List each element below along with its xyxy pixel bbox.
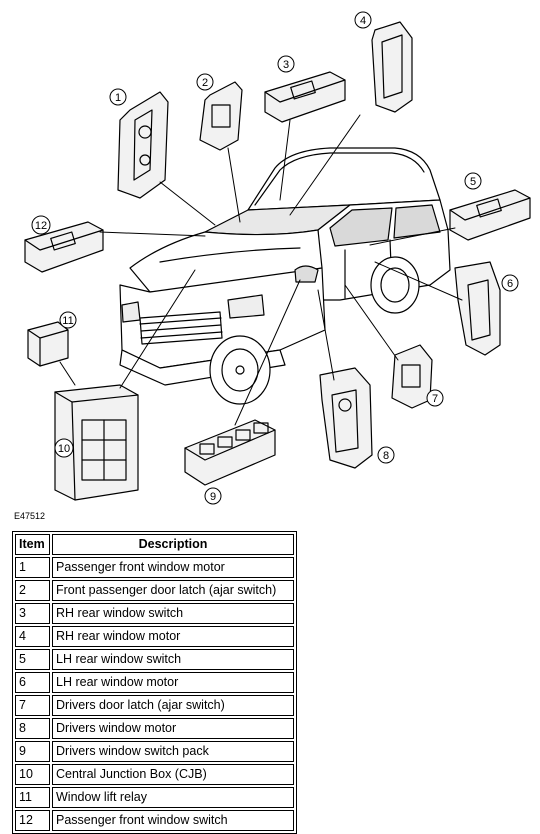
- rh-rear-window-motor: [371, 21, 413, 113]
- callout-1: 1: [109, 88, 127, 106]
- callout-markers: 1 2 3 4 5 6 7 8 9 10 11 12: [31, 11, 519, 505]
- svg-text:1: 1: [115, 92, 121, 104]
- item-description: LH rear window motor: [52, 672, 294, 693]
- callout-3: 3: [277, 55, 295, 73]
- callout-7: 7: [426, 389, 444, 407]
- legend-header-row: Item Description: [15, 534, 294, 555]
- callout-12: 12: [31, 215, 51, 235]
- callout-11: 11: [59, 311, 77, 329]
- passenger-front-window-motor: [117, 91, 169, 199]
- item-number: 6: [15, 672, 50, 693]
- item-description: Drivers door latch (ajar switch): [52, 695, 294, 716]
- item-description: Window lift relay: [52, 787, 294, 808]
- item-column-header: Item: [15, 534, 50, 555]
- item-number: 5: [15, 649, 50, 670]
- item-number: 11: [15, 787, 50, 808]
- central-junction-box: [54, 384, 139, 501]
- item-number: 12: [15, 810, 50, 831]
- description-column-header: Description: [52, 534, 294, 555]
- item-number: 9: [15, 741, 50, 762]
- lh-rear-window-motor: [454, 261, 501, 356]
- callout-2: 2: [196, 73, 214, 91]
- svg-text:9: 9: [210, 491, 216, 503]
- svg-text:6: 6: [507, 278, 513, 290]
- callout-5: 5: [464, 172, 482, 190]
- leader-lines: [59, 114, 463, 426]
- svg-text:3: 3: [283, 59, 289, 71]
- item-description: RH rear window motor: [52, 626, 294, 647]
- vehicle-outline: [119, 147, 451, 405]
- item-number: 10: [15, 764, 50, 785]
- passenger-front-window-switch: [24, 221, 104, 273]
- svg-text:7: 7: [432, 393, 438, 405]
- item-description: Passenger front window motor: [52, 557, 294, 578]
- callout-9: 9: [204, 487, 222, 505]
- item-description: Drivers window switch pack: [52, 741, 294, 762]
- component-location-diagram: 1 2 3 4 5 6 7 8 9 10 11 12: [24, 11, 531, 505]
- lh-rear-window-switch: [449, 189, 531, 241]
- item-description: Central Junction Box (CJB): [52, 764, 294, 785]
- item-description: Drivers window motor: [52, 718, 294, 739]
- svg-text:5: 5: [470, 176, 476, 188]
- callout-4: 4: [354, 11, 372, 29]
- drivers-window-switch-pack: [184, 419, 276, 486]
- rh-rear-window-switch: [264, 71, 346, 123]
- svg-text:2: 2: [202, 77, 208, 89]
- svg-text:10: 10: [58, 443, 70, 455]
- item-description: RH rear window switch: [52, 603, 294, 624]
- drivers-window-motor: [319, 367, 373, 469]
- item-description: LH rear window switch: [52, 649, 294, 670]
- callout-6: 6: [501, 274, 519, 292]
- window-lift-relay: [27, 321, 69, 367]
- item-number: 7: [15, 695, 50, 716]
- svg-text:12: 12: [35, 220, 47, 232]
- item-description: Passenger front window switch: [52, 810, 294, 831]
- figure-id: E47512: [14, 511, 46, 521]
- item-number: 4: [15, 626, 50, 647]
- svg-text:4: 4: [360, 15, 366, 27]
- callout-10: 10: [54, 438, 74, 458]
- item-number: 2: [15, 580, 50, 601]
- drivers-door-latch: [391, 344, 433, 409]
- item-number: 3: [15, 603, 50, 624]
- item-description: Front passenger door latch (ajar switch): [52, 580, 294, 601]
- svg-text:11: 11: [62, 315, 73, 327]
- item-number: 1: [15, 557, 50, 578]
- front-passenger-door-latch: [199, 81, 243, 151]
- callout-8: 8: [377, 446, 395, 464]
- item-number: 8: [15, 718, 50, 739]
- svg-text:8: 8: [383, 450, 389, 462]
